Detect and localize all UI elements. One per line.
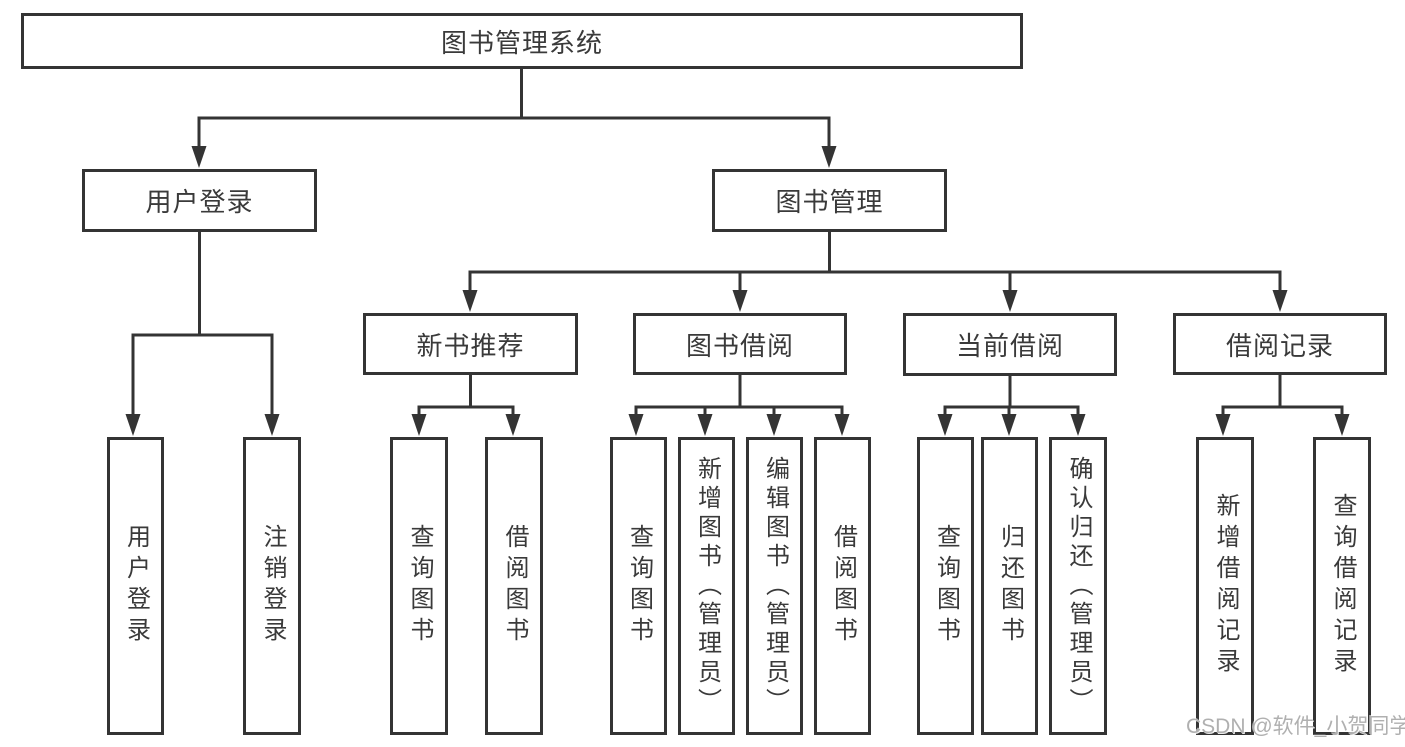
node-br-add-record-label: 新增借阅记录 xyxy=(1212,493,1239,679)
node-bb-query-books: 查询图书 xyxy=(610,437,667,735)
node-book-borrow: 图书借阅 xyxy=(633,313,847,375)
node-cb-query-books-label: 查询图书 xyxy=(932,524,960,648)
node-book-mgmt-label: 图书管理 xyxy=(775,187,884,217)
node-current-borrow: 当前借阅 xyxy=(903,313,1117,376)
node-nb-borrow-books: 借阅图书 xyxy=(485,437,543,735)
node-login: 用户登录 xyxy=(107,437,164,735)
node-current-borrow-label: 当前借阅 xyxy=(955,331,1064,361)
node-cb-return-books: 归还图书 xyxy=(981,437,1038,735)
node-new-books-label: 新书推荐 xyxy=(416,330,525,361)
node-bb-add-books: 新增图书（管理员） xyxy=(678,437,735,735)
node-bb-edit-books: 编辑图书（管理员） xyxy=(746,437,803,735)
node-root: 图书管理系统 xyxy=(21,13,1023,69)
node-br-query-record: 查询借阅记录 xyxy=(1313,437,1371,735)
node-nb-borrow-books-label: 借阅图书 xyxy=(501,524,528,648)
node-cb-query-books: 查询图书 xyxy=(917,437,974,735)
node-new-books: 新书推荐 xyxy=(363,313,578,375)
arrowheads xyxy=(125,146,1350,436)
node-bb-borrow-books: 借阅图书 xyxy=(814,437,871,735)
watermark: CSDN @软件_小贺同学 xyxy=(1186,715,1405,738)
node-book-mgmt: 图书管理 xyxy=(712,169,947,232)
node-cb-return-books-label: 归还图书 xyxy=(996,524,1024,648)
node-bb-query-books-label: 查询图书 xyxy=(625,524,653,648)
node-logout: 注销登录 xyxy=(243,437,301,735)
node-bb-add-books-label: 新增图书（管理员） xyxy=(693,455,721,717)
node-bb-edit-books-label: 编辑图书（管理员） xyxy=(761,455,789,717)
node-cb-confirm-return: 确认归还（管理员） xyxy=(1049,437,1107,735)
node-nb-query-books-label: 查询图书 xyxy=(406,524,433,648)
node-logout-label: 注销登录 xyxy=(259,524,286,648)
node-borrow-records: 借阅记录 xyxy=(1173,313,1387,375)
node-cb-confirm-return-label: 确认归还（管理员） xyxy=(1065,455,1092,717)
node-br-query-record-label: 查询借阅记录 xyxy=(1329,493,1356,679)
node-user-login: 用户登录 xyxy=(82,169,317,232)
node-login-label: 用户登录 xyxy=(122,524,150,648)
node-br-add-record: 新增借阅记录 xyxy=(1196,437,1254,735)
node-book-borrow-label: 图书借阅 xyxy=(685,330,794,361)
node-user-login-label: 用户登录 xyxy=(145,187,254,217)
node-bb-borrow-books-label: 借阅图书 xyxy=(829,524,857,648)
node-root-label: 图书管理系统 xyxy=(440,27,603,58)
node-borrow-records-label: 借阅记录 xyxy=(1225,330,1334,361)
node-nb-query-books: 查询图书 xyxy=(390,437,448,735)
